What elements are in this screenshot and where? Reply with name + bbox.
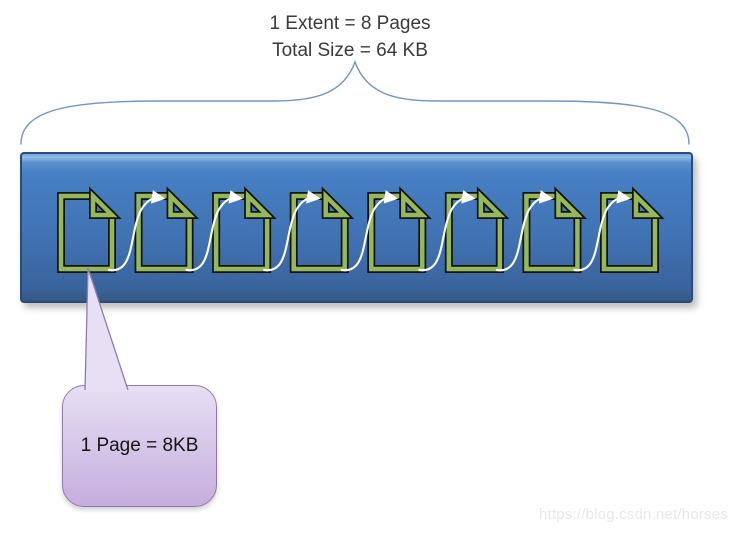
- callout-bubble: 1 Page = 8KB: [62, 385, 217, 507]
- extent-title: 1 Extent = 8 Pages Total Size = 64 KB: [240, 10, 460, 64]
- extent-title-line2: Total Size = 64 KB: [240, 37, 460, 64]
- callout-label: 1 Page = 8KB: [81, 435, 199, 457]
- extent-box: [20, 152, 693, 303]
- watermark: https://blog.csdn.net/horses: [539, 506, 728, 523]
- extent-title-line1: 1 Extent = 8 Pages: [240, 10, 460, 37]
- curly-brace: [21, 62, 689, 144]
